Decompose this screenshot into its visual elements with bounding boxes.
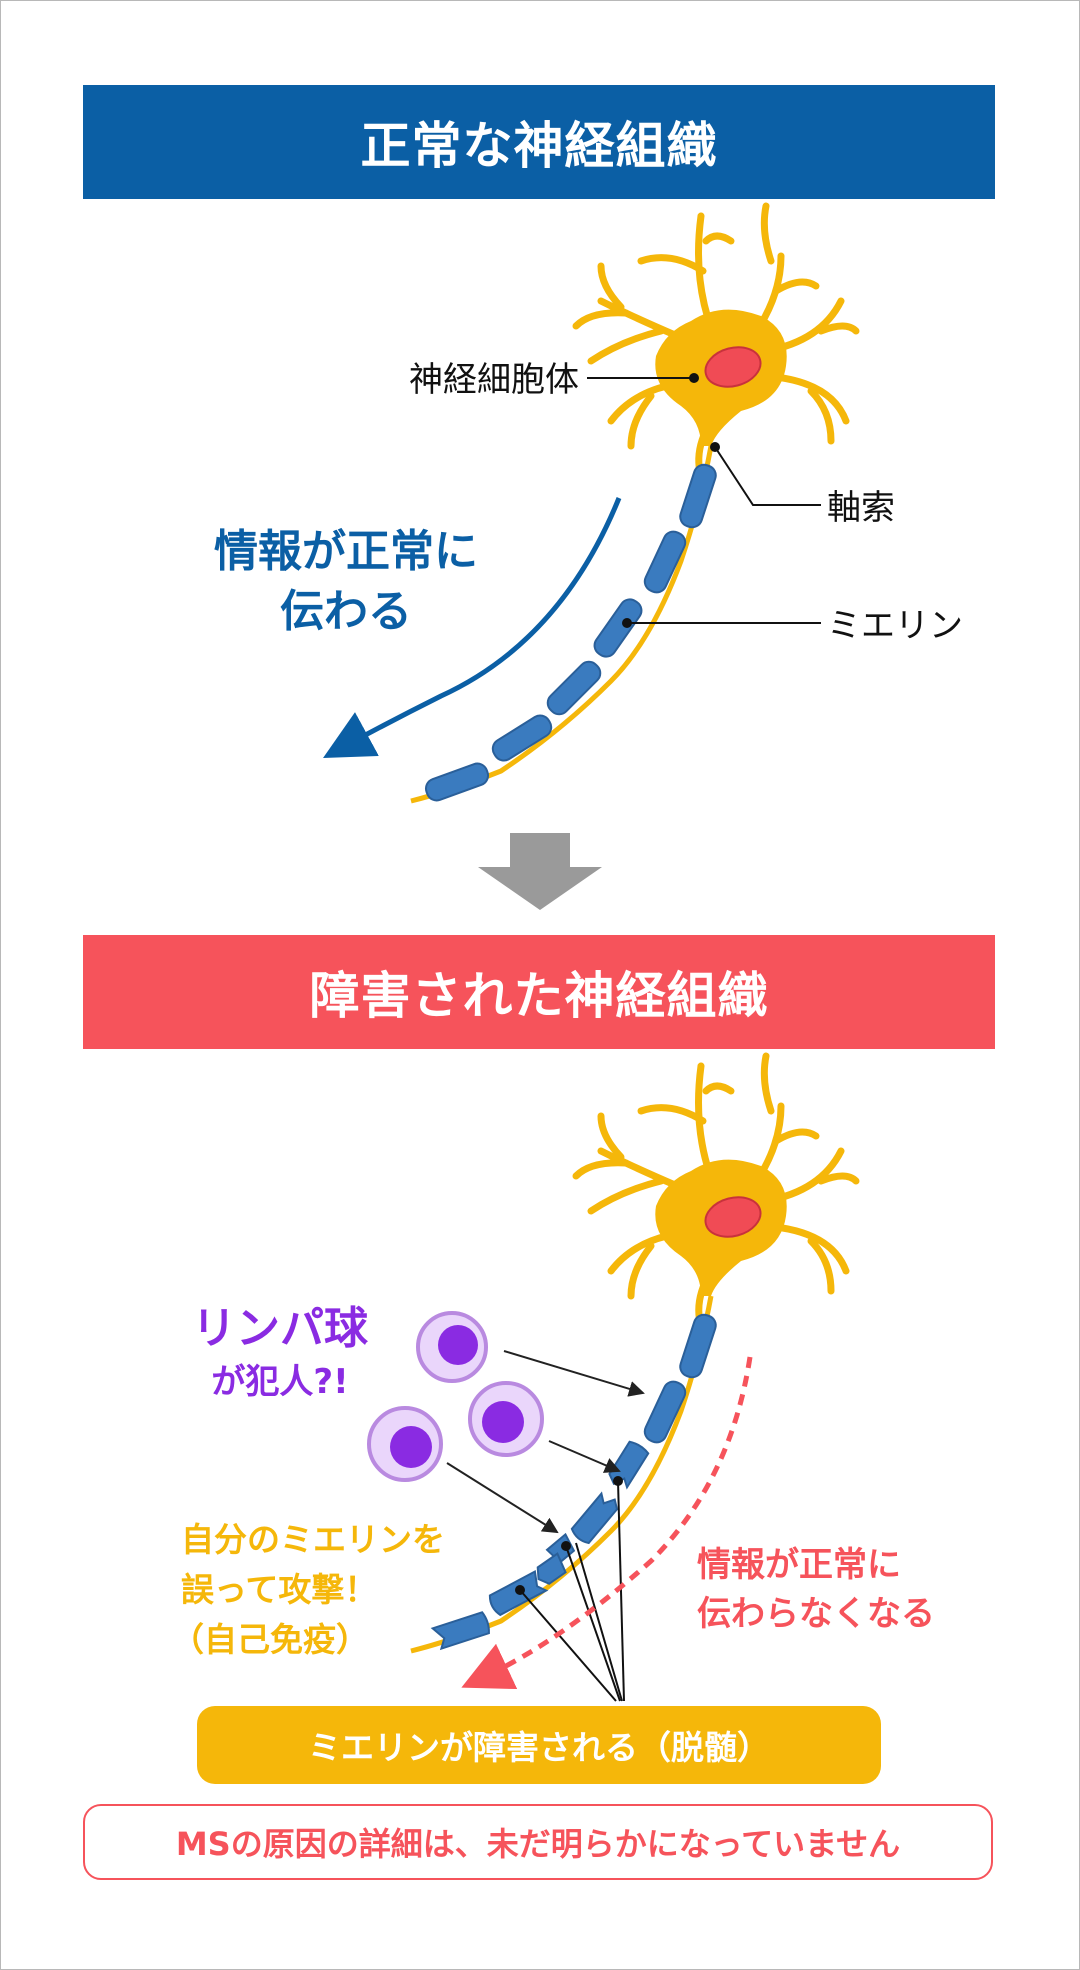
damaged-myelin-segments (430, 1313, 717, 1651)
damaged-tissue-banner: 障害された神経組織 (83, 935, 995, 1049)
normal-myelin-segments (424, 463, 717, 802)
lymphocyte (367, 1406, 443, 1482)
lymphocytes (367, 1311, 544, 1482)
cell-body-label: 神経細胞体 (409, 360, 579, 400)
ms-cause-note: MSの原因の詳細は、未だ明らかになっていません (83, 1804, 993, 1880)
damaged-nucleus (704, 1196, 762, 1238)
attack-text-line2: 誤って攻撃！ (181, 1570, 377, 1609)
normal-tissue-banner: 正常な神経組織 (83, 85, 995, 199)
normal-flow-text-line1: 情報が正常に (214, 526, 478, 577)
axon-leader (714, 446, 821, 506)
damaged-flow-text-line1: 情報が正常に (697, 1545, 901, 1585)
myelin-label: ミエリン (827, 606, 963, 646)
lymph-label-line1: リンパ球 (192, 1303, 369, 1354)
damaged-flow-text-line2: 伝わらなくなる (697, 1594, 935, 1634)
normal-neuron: 神経細胞体 軸索 ミエリン 情報が正常に 伝わる (214, 202, 963, 804)
lymph-label-line2: が犯人?! (211, 1362, 348, 1402)
normal-flow-text-line2: 伝わる (280, 586, 412, 637)
damaged-neuron: リンパ球 が犯人?! 自分のミエリンを 誤って攻撃！ （自己免疫） 情報が正常に… (171, 1052, 935, 1702)
demyelination-banner: ミエリンが障害される（脱髄） (197, 1706, 881, 1784)
lymphocyte (468, 1381, 544, 1457)
lymphocyte (416, 1311, 488, 1383)
attack-text-line3: （自己免疫） (171, 1620, 369, 1659)
normal-nucleus (704, 346, 762, 388)
damaged-tissue-title: 障害された神経組織 (309, 967, 769, 1025)
transition-arrow (478, 833, 602, 910)
attack-arrows (446, 1350, 645, 1534)
ms-cause-note-text: MSの原因の詳細は、未だ明らかになっていません (175, 1825, 901, 1863)
demyelination-label: ミエリンが障害される（脱髄） (308, 1728, 770, 1767)
attack-text-line1: 自分のミエリンを (181, 1520, 445, 1559)
axon-label: 軸索 (827, 488, 895, 528)
demyelination-pointers (515, 1476, 625, 1702)
normal-tissue-title: 正常な神経組織 (360, 117, 718, 175)
damaged-flow-arrow (461, 1356, 753, 1690)
normal-flow-arrow (323, 497, 622, 758)
